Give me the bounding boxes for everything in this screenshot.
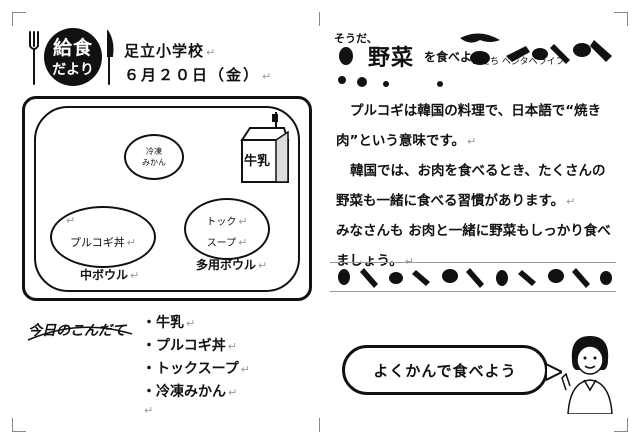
crop-mark-bottom-left (12, 418, 26, 432)
school-name: 足立小学校↵ (124, 42, 217, 60)
crop-mark-bottom-right (614, 418, 628, 432)
vegetable-band-icons (338, 268, 612, 288)
crop-mark-top-right (614, 12, 628, 26)
return-mark: ↵ (144, 404, 154, 417)
vegetable-band (330, 262, 616, 292)
menu-item: 冷凍みかん↵ (142, 381, 250, 404)
logo-badge (44, 28, 102, 86)
medium-bowl-caption: 中ボウル↵ (80, 268, 140, 282)
multi-bowl-caption: 多用ボウル↵ (196, 258, 268, 272)
konda-title-decoration (27, 326, 133, 341)
menu-item: プルコギ丼↵ (142, 335, 250, 358)
chew-well-bubble: よくかんで食べよう (342, 345, 548, 395)
bulgogi-label: プルコギ丼↵ (70, 236, 136, 249)
veg-title-subtitle: あだち ベジタベライフ (472, 57, 565, 67)
logo-title-dayori: だより (52, 62, 94, 78)
veg-title-tabeyou: を食べよう (424, 50, 485, 64)
center-fold-mark-bottom (319, 418, 320, 432)
soup-bowl (184, 198, 270, 260)
vegetable-banner (338, 33, 612, 87)
article-paragraph-1: プルコギは韓国の料理で、日本語で“焼き肉”という意味です。↵ (336, 103, 602, 149)
issue-date: ６月２０日（金）↵ (124, 66, 274, 84)
menu-item: トックスープ↵ (142, 358, 250, 381)
soup-label: トック↵ スープ↵ (206, 215, 248, 249)
article-paragraph-2: 韓国では、お肉を食べるとき、たくさんの野菜も一緒に食べる習慣があります。↵ (336, 163, 606, 209)
center-fold-mark-top (319, 12, 320, 26)
knife-icon (107, 30, 114, 85)
veg-title-souda: そうだ、 (334, 32, 378, 45)
menu-item: 牛乳↵ (142, 312, 250, 335)
fork-icon (29, 31, 39, 85)
chew-well-text: よくかんで食べよう (373, 361, 517, 380)
mikan-bowl (124, 134, 184, 180)
lunch-tray (22, 96, 312, 301)
konda-title: 今日のこんだて (28, 323, 126, 339)
bubble-tail (546, 362, 562, 382)
mikan-label: 冷凍 みかん (142, 147, 166, 167)
logo-title-kyushoku: 給食 (52, 37, 93, 59)
lunch-tray-inner (34, 106, 300, 292)
bulgogi-bowl (50, 206, 156, 268)
menu-list: 牛乳↵ プルコギ丼↵ トックスープ↵ 冷凍みかん↵ (142, 312, 250, 404)
article-paragraph-3: みなさんも お肉と一緒に野菜もしっかり食べましょう。↵ (336, 223, 611, 269)
crop-mark-top-left (12, 12, 26, 26)
return-mark: ↵ (66, 214, 76, 227)
veg-title-yasai: 野菜 (368, 46, 415, 71)
milk-carton-icon (240, 112, 290, 183)
dietitian-illustration (561, 336, 613, 414)
milk-label: 牛乳 (244, 154, 271, 169)
